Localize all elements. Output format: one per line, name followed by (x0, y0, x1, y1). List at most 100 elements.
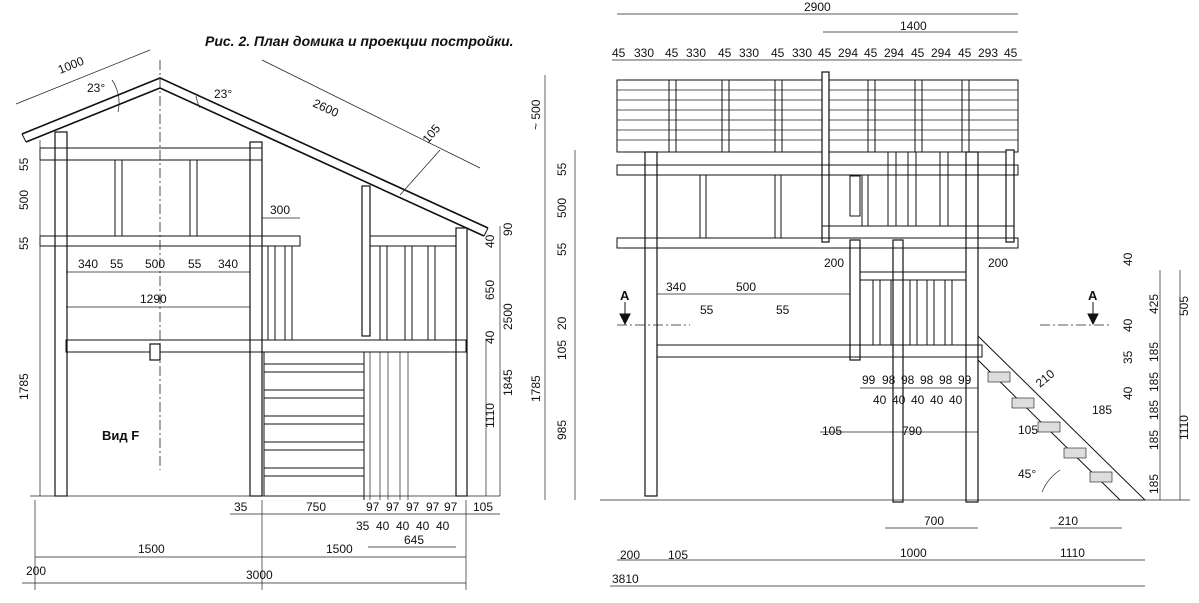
dim-label: 105 (420, 121, 444, 146)
dim-label: 40 (892, 393, 906, 407)
dim-label: 505 (1177, 296, 1191, 316)
dim-label: 40 (911, 393, 925, 407)
dim-label: 1400 (900, 19, 927, 33)
dim-label: 45 (911, 46, 925, 60)
dim-label: 105 (555, 340, 569, 360)
dim-label: 200 (988, 256, 1008, 270)
dim-label: 105 (822, 424, 842, 438)
dim-label: 40 (873, 393, 887, 407)
center-post (249, 141, 263, 497)
dim-label: 750 (306, 500, 326, 514)
floor-beam (65, 339, 467, 353)
roof-slat-lines (617, 80, 1018, 152)
dim-label: 99 (958, 373, 972, 387)
dim-label: 2500 (501, 303, 515, 330)
dim-label: 45 (612, 46, 626, 60)
dim-label: 35 (234, 500, 248, 514)
dim-label: 1000 (900, 546, 927, 560)
dim-label: 210 (1033, 366, 1058, 390)
view-label: Вид F (102, 428, 139, 443)
dim-label: 40 (396, 519, 410, 533)
dim-label: 340 (78, 257, 98, 271)
dim-label: 105 (668, 548, 688, 562)
post (965, 151, 979, 503)
dim-label: 1110 (1177, 415, 1191, 440)
dim-label: 45 (665, 46, 679, 60)
post (821, 71, 830, 243)
floor-beam (656, 344, 983, 358)
dim-label: 90 (501, 222, 515, 236)
dim-label: 293 (978, 46, 998, 60)
dim-label: 200 (26, 564, 46, 578)
dim-label: 40 (1121, 318, 1135, 332)
dim-label: 330 (792, 46, 812, 60)
dim-label: 1785 (529, 375, 543, 402)
dim-label: 700 (924, 514, 944, 528)
dim-label: 20 (555, 316, 569, 330)
dim-label: 2900 (804, 0, 831, 14)
dim-label: 55 (555, 242, 569, 256)
porch-post (361, 185, 371, 337)
dim-label: 35 (1121, 350, 1135, 364)
dim-label: 1110 (1060, 546, 1085, 560)
dim-label: 330 (686, 46, 706, 60)
right-post (455, 227, 468, 497)
dim-label: 330 (739, 46, 759, 60)
left-post (54, 131, 68, 497)
dim-label: 55 (700, 303, 714, 317)
section-label-a: A (1088, 288, 1098, 303)
dim-label: ~ 500 (529, 99, 543, 130)
dim-label: 1290 (140, 292, 167, 306)
dim-label: 1785 (17, 373, 31, 400)
dim-label: 40 (1121, 386, 1135, 400)
dim-label: 40 (949, 393, 963, 407)
dim-label: 2600 (311, 96, 341, 120)
dim-label: 210 (1058, 514, 1078, 528)
dim-label: 45 (818, 46, 832, 60)
dim-label: 35 (356, 519, 370, 533)
dim-label: 185 (1147, 400, 1161, 420)
ladder (263, 351, 409, 500)
dim-label: 99 (862, 373, 876, 387)
dim-label: 3000 (246, 568, 273, 582)
dim-label: 340 (666, 280, 686, 294)
dim-label: 40 (376, 519, 390, 533)
post (892, 239, 904, 503)
dim-label: 98 (882, 373, 896, 387)
section-label-a: A (620, 288, 630, 303)
dim-label: 98 (939, 373, 953, 387)
post (1005, 149, 1015, 243)
dim-label: 294 (931, 46, 951, 60)
dim-label: 1000 (56, 54, 86, 77)
dim-label: 45° (1018, 467, 1036, 481)
dim-label: 55 (17, 157, 31, 171)
dim-label: 500 (145, 257, 165, 271)
dim-label: 500 (555, 198, 569, 218)
dim-label: 55 (555, 162, 569, 176)
dim-label: 790 (902, 424, 922, 438)
dim-label: 55 (776, 303, 790, 317)
dim-label: 500 (736, 280, 756, 294)
dim-label: 97 (406, 500, 420, 514)
dim-label: 645 (404, 533, 424, 547)
dim-label: 45 (718, 46, 732, 60)
dim-label: 55 (110, 257, 124, 271)
dim-label: 97 (386, 500, 400, 514)
dim-label: 1500 (326, 542, 353, 556)
dim-label: 650 (483, 280, 497, 300)
dim-label: 294 (838, 46, 858, 60)
dim-label: 425 (1147, 294, 1161, 314)
dim-label: 985 (555, 420, 569, 440)
dim-label: 500 (17, 190, 31, 210)
dim-label: 1110 (483, 403, 497, 428)
dim-label: 45 (771, 46, 785, 60)
dim-label: 185 (1147, 372, 1161, 392)
dim-label: 97 (426, 500, 440, 514)
dim-label: 98 (920, 373, 934, 387)
left-view-labels: 1000 23° 23° 2600 105 55 500 55 1785 340… (17, 54, 515, 582)
figure-title: Рис. 2. План домика и проекции постройки… (205, 33, 514, 49)
dim-label: 300 (270, 203, 290, 217)
dim-label: 45 (958, 46, 972, 60)
dim-label: 23° (87, 81, 105, 95)
